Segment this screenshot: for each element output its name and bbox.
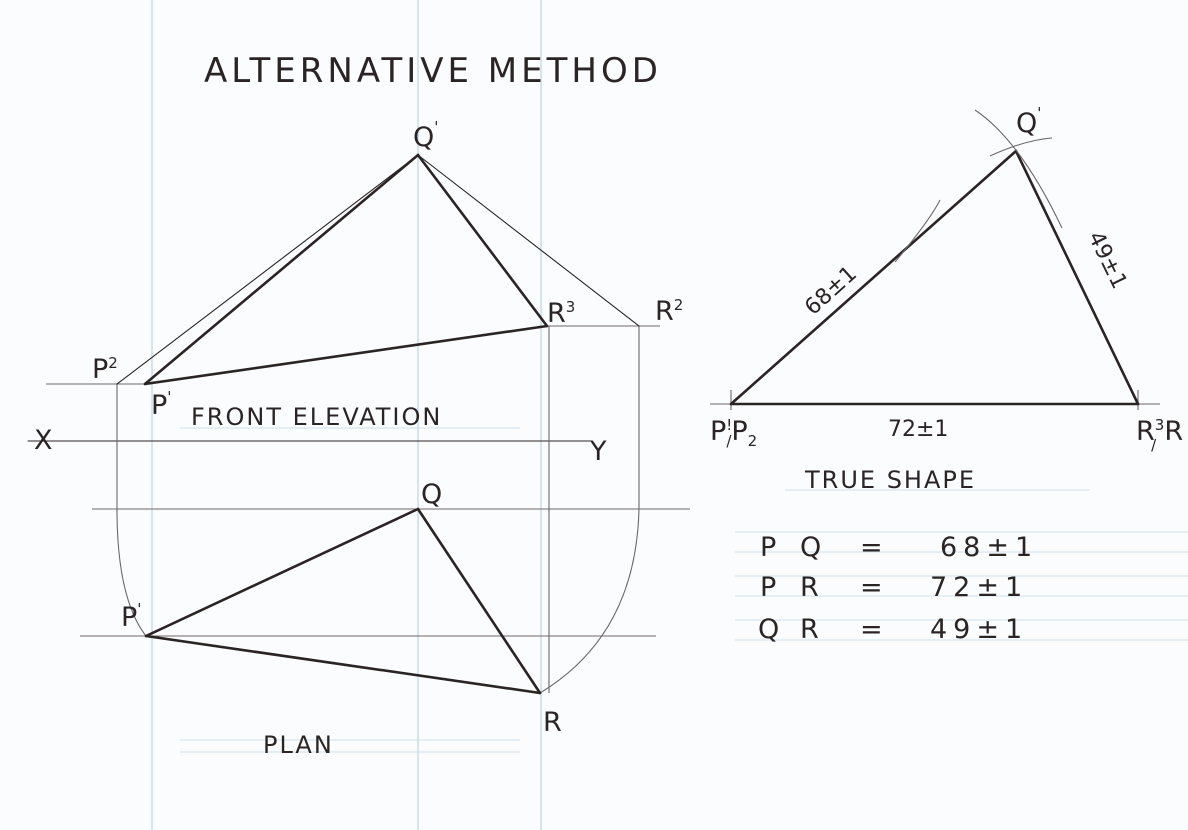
page-title: ALTERNATIVE METHOD [204, 51, 662, 91]
label-p2: P2 [92, 354, 118, 385]
dimension-qr: 49±1 [1083, 228, 1132, 293]
ts-arc-q [974, 109, 1063, 229]
edge-q-r [416, 507, 542, 695]
edge-ts-q-r [1014, 149, 1140, 406]
y-label: Y [589, 436, 607, 467]
edge-ts-p-q [729, 149, 1018, 406]
edge-p1-q1 [143, 153, 420, 386]
ts-arc-q-2 [989, 137, 1053, 157]
edge-p-r [144, 634, 542, 695]
edge-p2-q1 [116, 154, 419, 385]
label-p-plan: P' [121, 600, 141, 633]
edge-q1-r2 [417, 154, 640, 327]
label-ts-q1: Q' [1016, 104, 1041, 139]
label-r3: R3 [547, 298, 575, 329]
label-ts-p: P!/P2 [710, 416, 757, 450]
plan-triangle [144, 507, 542, 695]
label-q1: Q' [413, 118, 438, 153]
label-p1: P' [151, 388, 171, 421]
label-ts-r: R3R/ [1136, 416, 1183, 454]
edge-p-q [144, 507, 420, 638]
true-shape-label: TRUE SHAPE [804, 466, 976, 494]
label-q: Q [421, 479, 442, 510]
edge-q1-r3 [416, 153, 549, 328]
swing-arc-p [116, 514, 147, 637]
edge-p1-r3 [143, 324, 549, 386]
x-label: X [34, 425, 53, 456]
true-shape-triangle [710, 109, 1160, 410]
front-elevation-triangle [116, 153, 640, 386]
label-r2: R2 [655, 296, 683, 327]
label-r: R [543, 707, 562, 738]
dimension-pq: 68±1 [800, 261, 862, 320]
construction-lines [46, 325, 690, 694]
plan-label: PLAN [263, 731, 334, 759]
front-elevation-label: FRONT ELEVATION [191, 403, 442, 431]
ts-arc-p [894, 199, 941, 263]
swing-arc-r [539, 508, 640, 694]
dimension-pr: 72±1 [888, 417, 948, 442]
paper-rulings [151, 0, 1188, 830]
